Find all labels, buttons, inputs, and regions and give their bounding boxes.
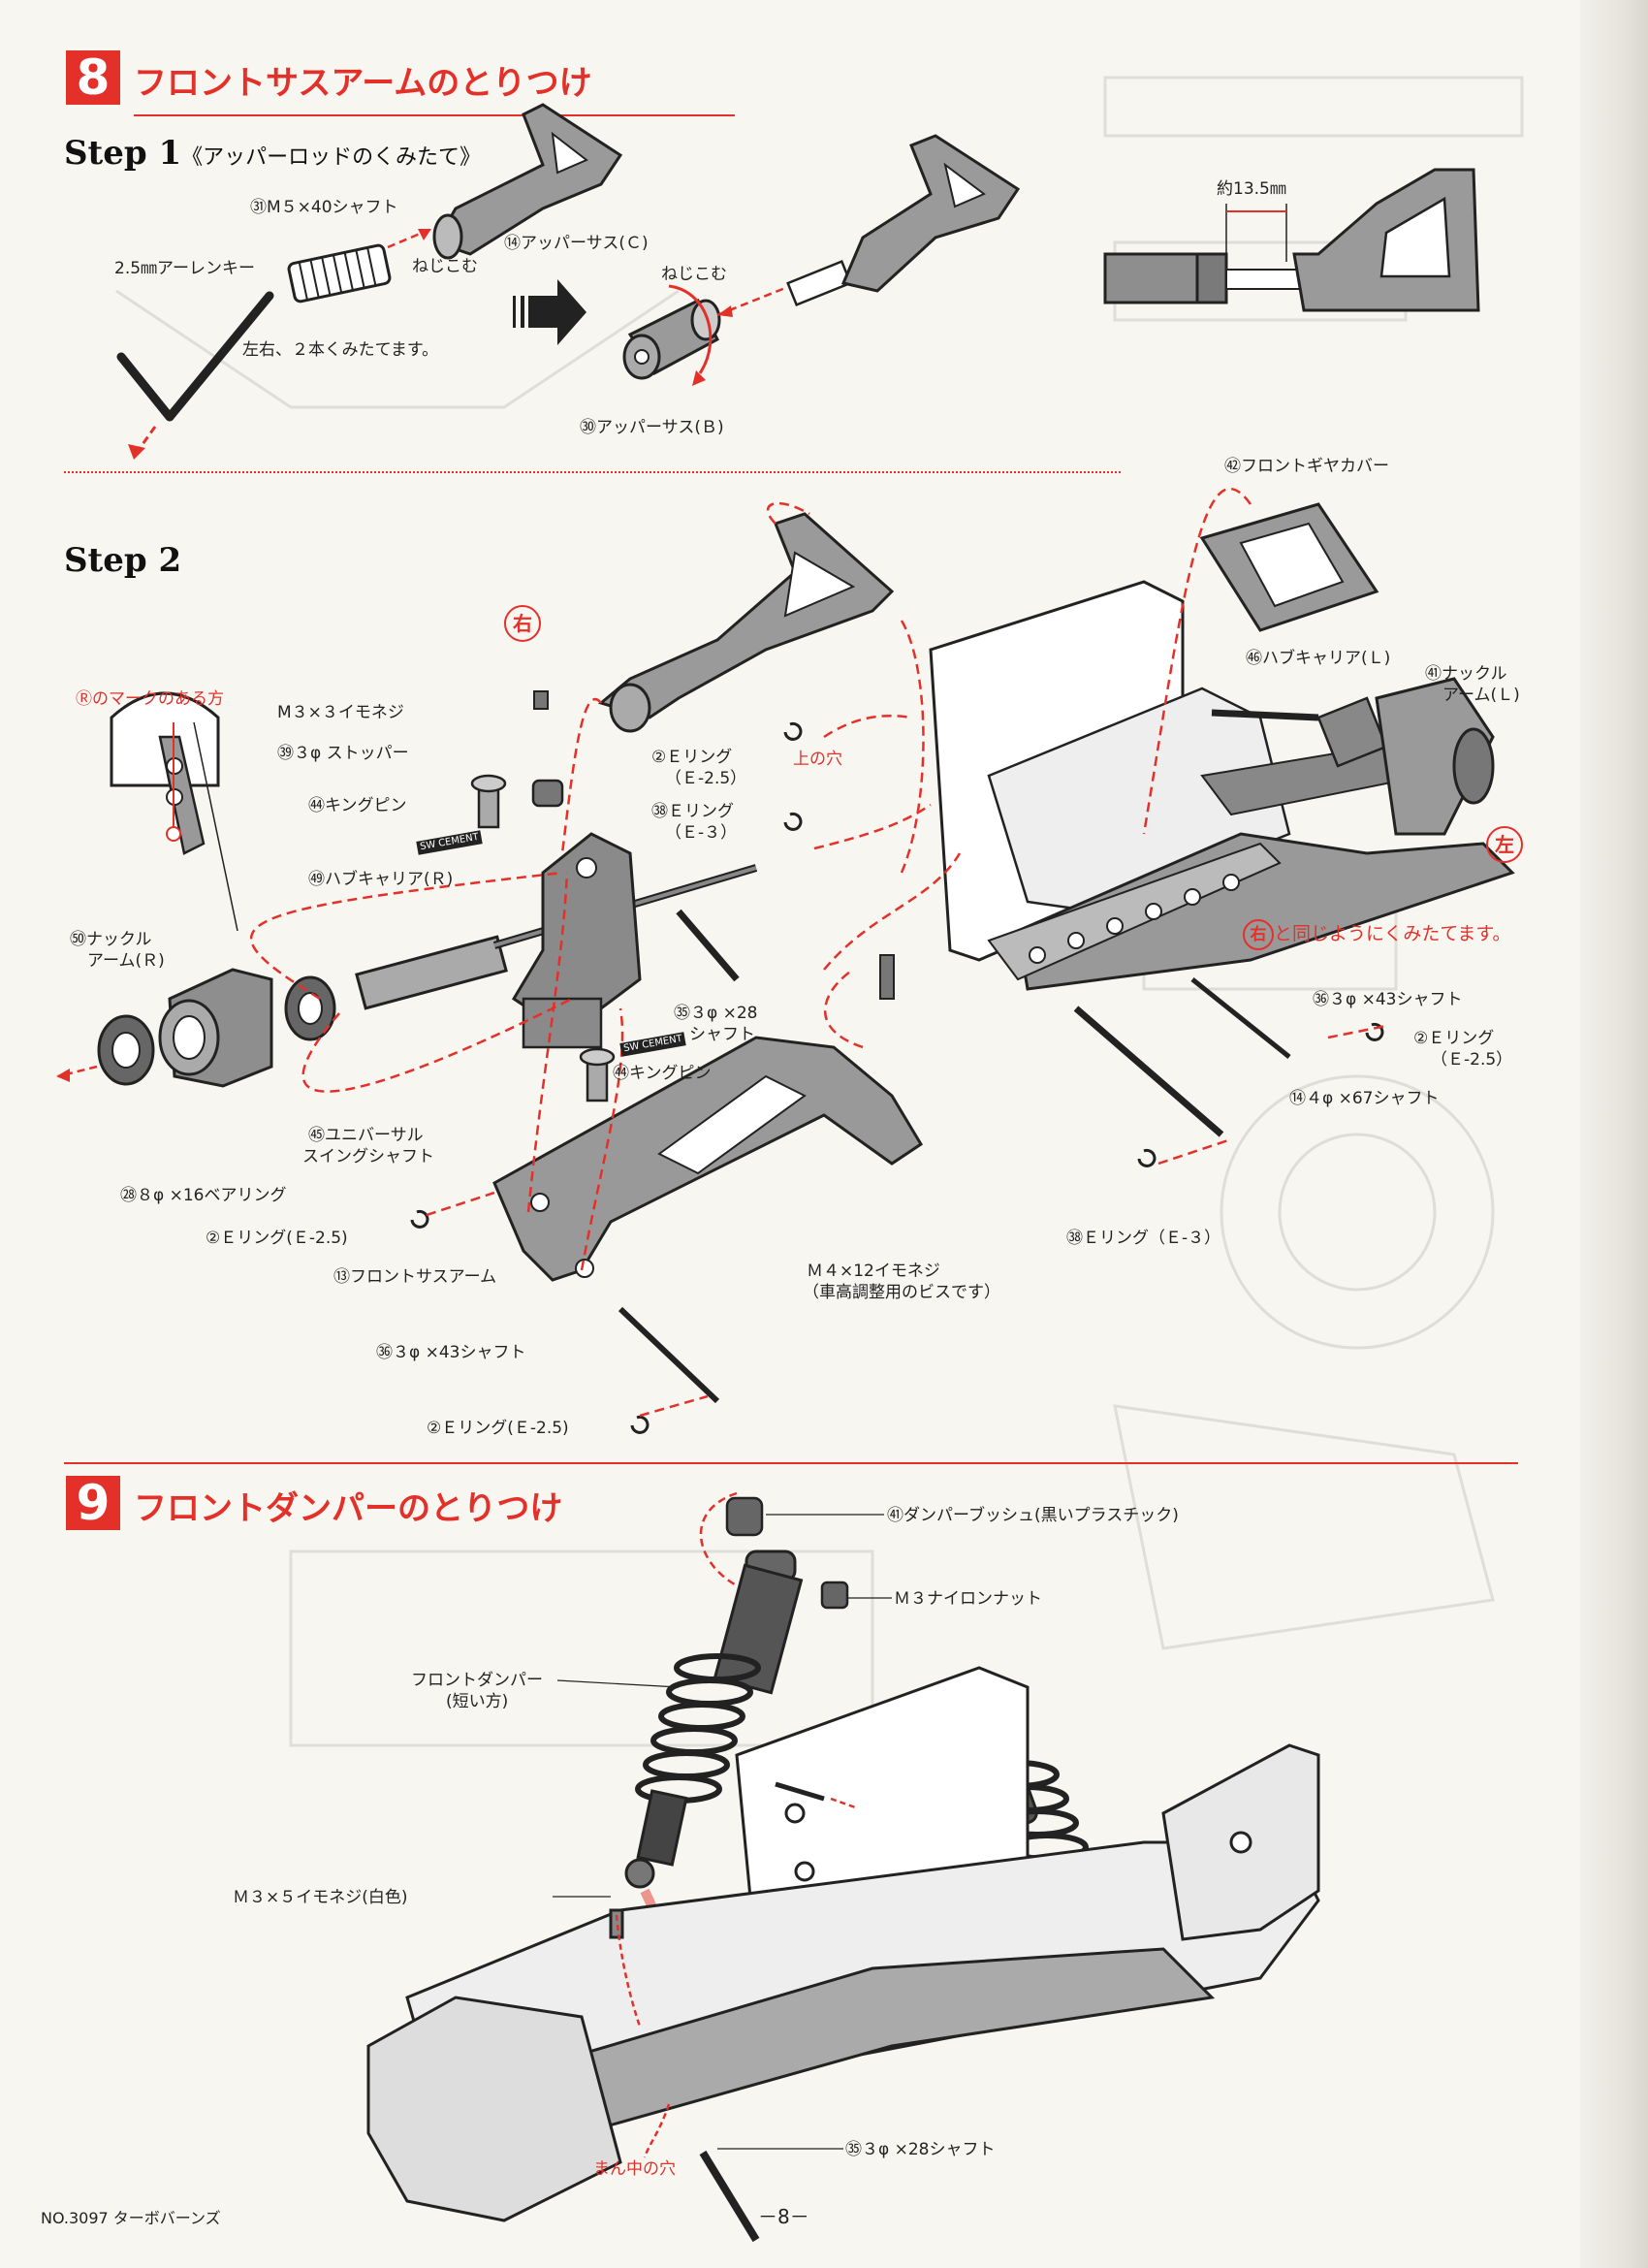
upper-sus-c-part <box>432 103 623 260</box>
label-m3-nylon-nut: Ｍ３ナイロンナット <box>894 1589 1042 1609</box>
label-bearing: ㉘８φ ×16ベアリング <box>120 1186 287 1205</box>
label-e-ring-3-top: ㊳Ｅリング <box>651 802 734 821</box>
label-3x28-shaft-1: ㉟３φ ×28 <box>674 1004 758 1023</box>
label-hub-carrier-r: ㊾ハブキャリア(Ｒ) <box>308 870 454 889</box>
footer-kit-number: NO.3097 ターボバーンズ <box>41 2209 221 2227</box>
threaded-shaft-icon <box>287 243 392 303</box>
label-make-two: 左右、２本くみたてます。 <box>242 340 439 360</box>
label-3x43-shaft-left: ㊱３φ ×43シャフト <box>376 1343 526 1362</box>
same-assembly-note: 右と同じようにくみたてます。 <box>1243 919 1511 950</box>
label-e-ring-right-2: （Ｅ-2.5） <box>1431 1050 1513 1070</box>
front-gear-cover-part <box>1199 502 1379 632</box>
label-front-sus-arm: ⑬フロントサスアーム <box>333 1267 497 1287</box>
upper-arm-assembly <box>597 512 895 733</box>
chassis-assembly <box>366 1666 1320 2243</box>
page-edge-shadow <box>1580 0 1648 2268</box>
label-e-ring-3-top-size: （Ｅ-３） <box>665 823 738 843</box>
label-knuckle-r-1: ㊿ナックル <box>70 930 152 949</box>
hex-wrench-icon <box>116 291 274 460</box>
label-leader-lines <box>553 1514 892 2150</box>
label-e-ring-bottom: ②Ｅリング(Ｅ-2.5) <box>206 1229 348 1248</box>
knuckle-arm-r-part <box>56 968 336 1088</box>
label-3x28-shaft-2: シャフト <box>689 1025 755 1044</box>
label-knuckle-l-1: ㊶ナックル <box>1425 664 1507 684</box>
footer-page-number: －8－ <box>758 2205 809 2228</box>
knuckle-arm-l-part <box>1211 677 1495 836</box>
label-front-gear-cover: ㊷フロントギヤカバー <box>1224 457 1389 476</box>
r-mark-inset <box>110 691 238 932</box>
label-knuckle-r-2: アーム(Ｒ) <box>87 951 165 971</box>
section-8-rule <box>134 114 735 116</box>
label-e-ring-3-right: ㊳Ｅリング（Ｅ-３） <box>1066 1229 1221 1248</box>
small-parts <box>470 690 740 1102</box>
front-sus-arm-part <box>492 954 924 1404</box>
label-upper-hole: 上の穴 <box>793 750 842 769</box>
label-e-ring-25-top: ②Ｅリング <box>651 748 733 767</box>
badge-right: 右 <box>504 605 541 642</box>
completed-rod-diagram <box>1103 168 1480 312</box>
label-dimension-13-5mm: 約13.5㎜ <box>1217 179 1286 199</box>
label-knuckle-l-2: アーム(Ｌ) <box>1442 686 1520 705</box>
section-8-title: フロントサスアームのとりつけ <box>134 64 592 103</box>
section-8-number: 8 <box>66 50 120 105</box>
step-divider <box>64 471 1121 473</box>
label-3x43-shaft-right: ㊱３φ ×43シャフト <box>1313 990 1463 1009</box>
step1-title: Step 1 <box>64 134 182 173</box>
label-m4x12-2: （車高調整用のビスです） <box>803 1283 1000 1302</box>
damper-bushing-part <box>699 1491 849 1610</box>
next-arrow-icon <box>513 279 586 345</box>
front-bulkhead-chassis <box>929 580 1515 1137</box>
label-universal-1: ㊺ユニバーサル <box>308 1126 424 1145</box>
label-damper-bushing: ㊶ダンパーブッシュ(黒いプラスチック) <box>887 1506 1179 1525</box>
label-m5x40-shaft: ㉛M５×40シャフト <box>250 198 398 217</box>
step1-heading: Step 1《アッパーロッドのくみたて》 <box>64 134 481 173</box>
upper-sus-c-assembly <box>786 134 1021 306</box>
badge-right-inline: 右 <box>1243 919 1274 950</box>
label-hub-carrier-l: ㊻ハブキャリア(Ｌ) <box>1246 649 1391 668</box>
label-universal-2: スイングシャフト <box>302 1147 434 1166</box>
label-hex-wrench: 2.5㎜アーレンキー <box>114 259 256 278</box>
label-upper-sus-c: ⑭アッパーサス(Ｃ) <box>504 234 649 253</box>
label-king-pin-1: ㊹キングピン <box>308 796 407 815</box>
label-front-damper-1: フロントダンパー <box>411 1671 543 1690</box>
label-screw-in-1: ねじこむ <box>412 257 478 276</box>
hub-carrier-r-part <box>511 832 642 1049</box>
label-m3x5-set-screw: Ｍ３×５イモネジ(白色) <box>233 1888 408 1907</box>
label-upper-sus-b: ㉚アッパーサス(Ｂ) <box>580 418 724 437</box>
same-assembly-text: と同じようにくみたてます。 <box>1274 923 1511 944</box>
assembly-guide-lines <box>250 488 1387 1418</box>
label-m3x3-set-screw: M３×３イモネジ <box>277 703 404 722</box>
label-e-ring-25-top-size: （Ｅ-2.5） <box>665 769 747 788</box>
label-4x67-shaft: ⑭４φ ×67シャフト <box>1289 1089 1440 1108</box>
section-9-number: 9 <box>66 1476 120 1530</box>
step1-subtitle: 《アッパーロッドのくみたて》 <box>181 145 482 170</box>
label-e-ring-right-1: ②Ｅリング <box>1413 1029 1495 1048</box>
label-3mm-stopper: ㊴３φ ストッパー <box>277 744 409 763</box>
section-9-rule <box>64 1462 1518 1464</box>
label-3x28-shaft-sec9: ㉟３φ ×28シャフト <box>845 2140 996 2159</box>
label-center-hole: まん中の穴 <box>593 2159 676 2179</box>
label-king-pin-2: ㊹キングピン <box>613 1064 712 1083</box>
upper-sus-b-part <box>622 284 721 386</box>
label-r-mark-side: Ⓡのマークのある方 <box>76 689 224 709</box>
section-9-title: フロントダンパーのとりつけ <box>134 1489 563 1528</box>
label-front-damper-2: (短い方) <box>446 1692 509 1711</box>
label-m4x12-1: Ｍ４×12イモネジ <box>807 1262 940 1281</box>
label-screw-in-2: ねじこむ <box>661 265 727 284</box>
e-ring-icons <box>410 721 1384 1434</box>
badge-left: 左 <box>1486 826 1523 863</box>
label-e-ring-bottom-2: ②Ｅリング(Ｅ-2.5) <box>427 1419 569 1438</box>
step2-title: Step 2 <box>64 541 182 580</box>
